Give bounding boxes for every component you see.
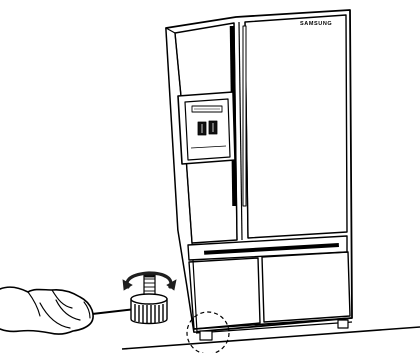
floor	[122, 327, 420, 349]
brand-logo: SAMSUNG	[300, 21, 332, 27]
refrigerator: SAMSUNG	[166, 10, 352, 340]
right-door-handle	[243, 26, 246, 206]
water-ice-dispenser	[178, 92, 235, 164]
leveling-foot-icon	[123, 273, 176, 324]
screwdriver-icon	[92, 309, 136, 314]
hand-with-screwdriver	[0, 287, 136, 334]
